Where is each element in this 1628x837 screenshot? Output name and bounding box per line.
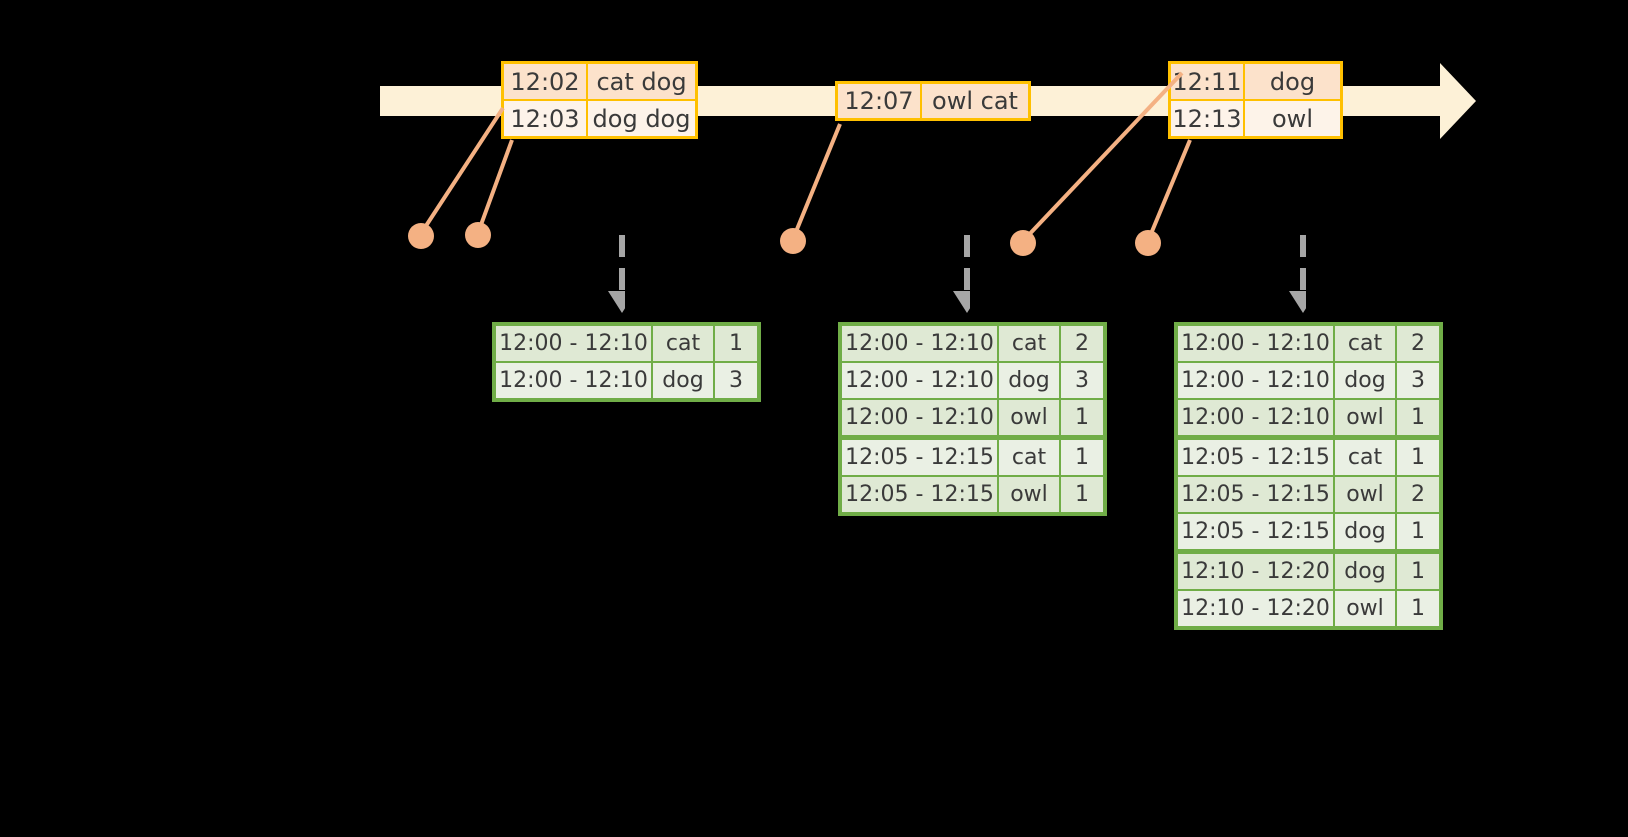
- result-table-1[interactable]: 12:00 - 12:10 cat 1 12:00 - 12:10 dog 3: [492, 322, 761, 402]
- cell-word: dog: [1335, 514, 1395, 549]
- cell-count: 1: [1397, 514, 1439, 549]
- event-words: owl cat: [922, 84, 1028, 118]
- cell-window: 12:05 - 12:15: [1178, 514, 1333, 549]
- cell-window: 12:05 - 12:15: [842, 477, 997, 512]
- table-row: 12:00 - 12:10 cat 2: [1178, 326, 1439, 361]
- event-row: 12:07 owl cat: [838, 84, 1028, 118]
- flow-arrow-2: [953, 235, 970, 313]
- table-row: 12:00 - 12:10 cat 1: [496, 326, 757, 361]
- cell-window: 12:00 - 12:10: [1178, 326, 1333, 361]
- cell-count: 2: [1397, 477, 1439, 512]
- cell-window: 12:00 - 12:10: [842, 363, 997, 398]
- event-group-3[interactable]: 12:11 dog 12:13 owl: [1168, 61, 1343, 139]
- event-words: dog: [1245, 64, 1340, 99]
- result-table-2[interactable]: 12:00 - 12:10 cat 2 12:00 - 12:10 dog 3 …: [838, 322, 1107, 516]
- event-group-1[interactable]: 12:02 cat dog 12:03 dog dog: [501, 61, 698, 139]
- connector-dot: [1135, 230, 1161, 256]
- connector-dot: [1010, 230, 1036, 256]
- cell-window: 12:00 - 12:10: [496, 363, 651, 398]
- event-words: owl: [1245, 101, 1340, 136]
- table-row: 12:00 - 12:10 dog 3: [1178, 363, 1439, 398]
- flow-arrow-3: [1289, 235, 1306, 313]
- event-time: 12:03: [504, 101, 588, 136]
- cell-count: 3: [1061, 363, 1103, 398]
- table-row: 12:10 - 12:20 owl 1: [1178, 591, 1439, 626]
- cell-count: 1: [1397, 400, 1439, 435]
- cell-count: 1: [1061, 477, 1103, 512]
- event-row: 12:03 dog dog: [504, 99, 695, 136]
- cell-word: owl: [1335, 591, 1395, 626]
- table-row: 12:05 - 12:15 cat 1: [1178, 440, 1439, 475]
- cell-word: owl: [999, 400, 1059, 435]
- table-row: 12:00 - 12:10 dog 3: [842, 363, 1103, 398]
- cell-word: owl: [999, 477, 1059, 512]
- table-row: 12:00 - 12:10 dog 3: [496, 363, 757, 398]
- cell-count: 2: [1061, 326, 1103, 361]
- cell-window: 12:05 - 12:15: [1178, 477, 1333, 512]
- cell-word: dog: [653, 363, 713, 398]
- cell-word: cat: [653, 326, 713, 361]
- cell-window: 12:00 - 12:10: [496, 326, 651, 361]
- cell-window: 12:05 - 12:15: [842, 440, 997, 475]
- cell-word: cat: [1335, 326, 1395, 361]
- cell-word: dog: [999, 363, 1059, 398]
- event-row: 12:13 owl: [1171, 99, 1340, 136]
- event-time: 12:02: [504, 64, 588, 99]
- cell-window: 12:10 - 12:20: [1178, 554, 1333, 589]
- cell-word: cat: [1335, 440, 1395, 475]
- cell-word: cat: [999, 326, 1059, 361]
- cell-count: 1: [1397, 591, 1439, 626]
- table-row: 12:05 - 12:15 owl 2: [1178, 477, 1439, 512]
- table-row: 12:05 - 12:15 dog 1: [1178, 514, 1439, 549]
- connector-dot: [780, 228, 806, 254]
- event-group-2[interactable]: 12:07 owl cat: [835, 81, 1031, 121]
- connector-dot: [408, 223, 434, 249]
- flow-arrow-1: [608, 235, 625, 313]
- cell-window: 12:00 - 12:10: [1178, 400, 1333, 435]
- event-row: 12:11 dog: [1171, 64, 1340, 99]
- cell-word: owl: [1335, 477, 1395, 512]
- cell-word: owl: [1335, 400, 1395, 435]
- timeline-arrowhead: [1440, 63, 1476, 139]
- event-time: 12:13: [1171, 101, 1245, 136]
- result-table-3[interactable]: 12:00 - 12:10 cat 2 12:00 - 12:10 dog 3 …: [1174, 322, 1443, 630]
- table-row: 12:00 - 12:10 owl 1: [842, 400, 1103, 435]
- cell-word: dog: [1335, 554, 1395, 589]
- cell-count: 3: [715, 363, 757, 398]
- cell-window: 12:10 - 12:20: [1178, 591, 1333, 626]
- cell-count: 1: [715, 326, 757, 361]
- cell-window: 12:00 - 12:10: [1178, 363, 1333, 398]
- event-time: 12:07: [838, 84, 922, 118]
- cell-count: 1: [1397, 554, 1439, 589]
- table-row: 12:05 - 12:15 owl 1: [842, 477, 1103, 512]
- cell-count: 1: [1061, 400, 1103, 435]
- cell-word: cat: [999, 440, 1059, 475]
- table-row: 12:00 - 12:10 cat 2: [842, 326, 1103, 361]
- connector-dot: [465, 222, 491, 248]
- cell-count: 1: [1061, 440, 1103, 475]
- table-row: 12:10 - 12:20 dog 1: [1178, 554, 1439, 589]
- event-words: cat dog: [588, 64, 695, 99]
- cell-window: 12:05 - 12:15: [1178, 440, 1333, 475]
- cell-count: 1: [1397, 440, 1439, 475]
- cell-window: 12:00 - 12:10: [842, 400, 997, 435]
- event-time: 12:11: [1171, 64, 1245, 99]
- cell-word: dog: [1335, 363, 1395, 398]
- table-row: 12:05 - 12:15 cat 1: [842, 440, 1103, 475]
- table-row: 12:00 - 12:10 owl 1: [1178, 400, 1439, 435]
- event-words: dog dog: [588, 101, 695, 136]
- cell-window: 12:00 - 12:10: [842, 326, 997, 361]
- cell-count: 3: [1397, 363, 1439, 398]
- cell-count: 2: [1397, 326, 1439, 361]
- event-row: 12:02 cat dog: [504, 64, 695, 99]
